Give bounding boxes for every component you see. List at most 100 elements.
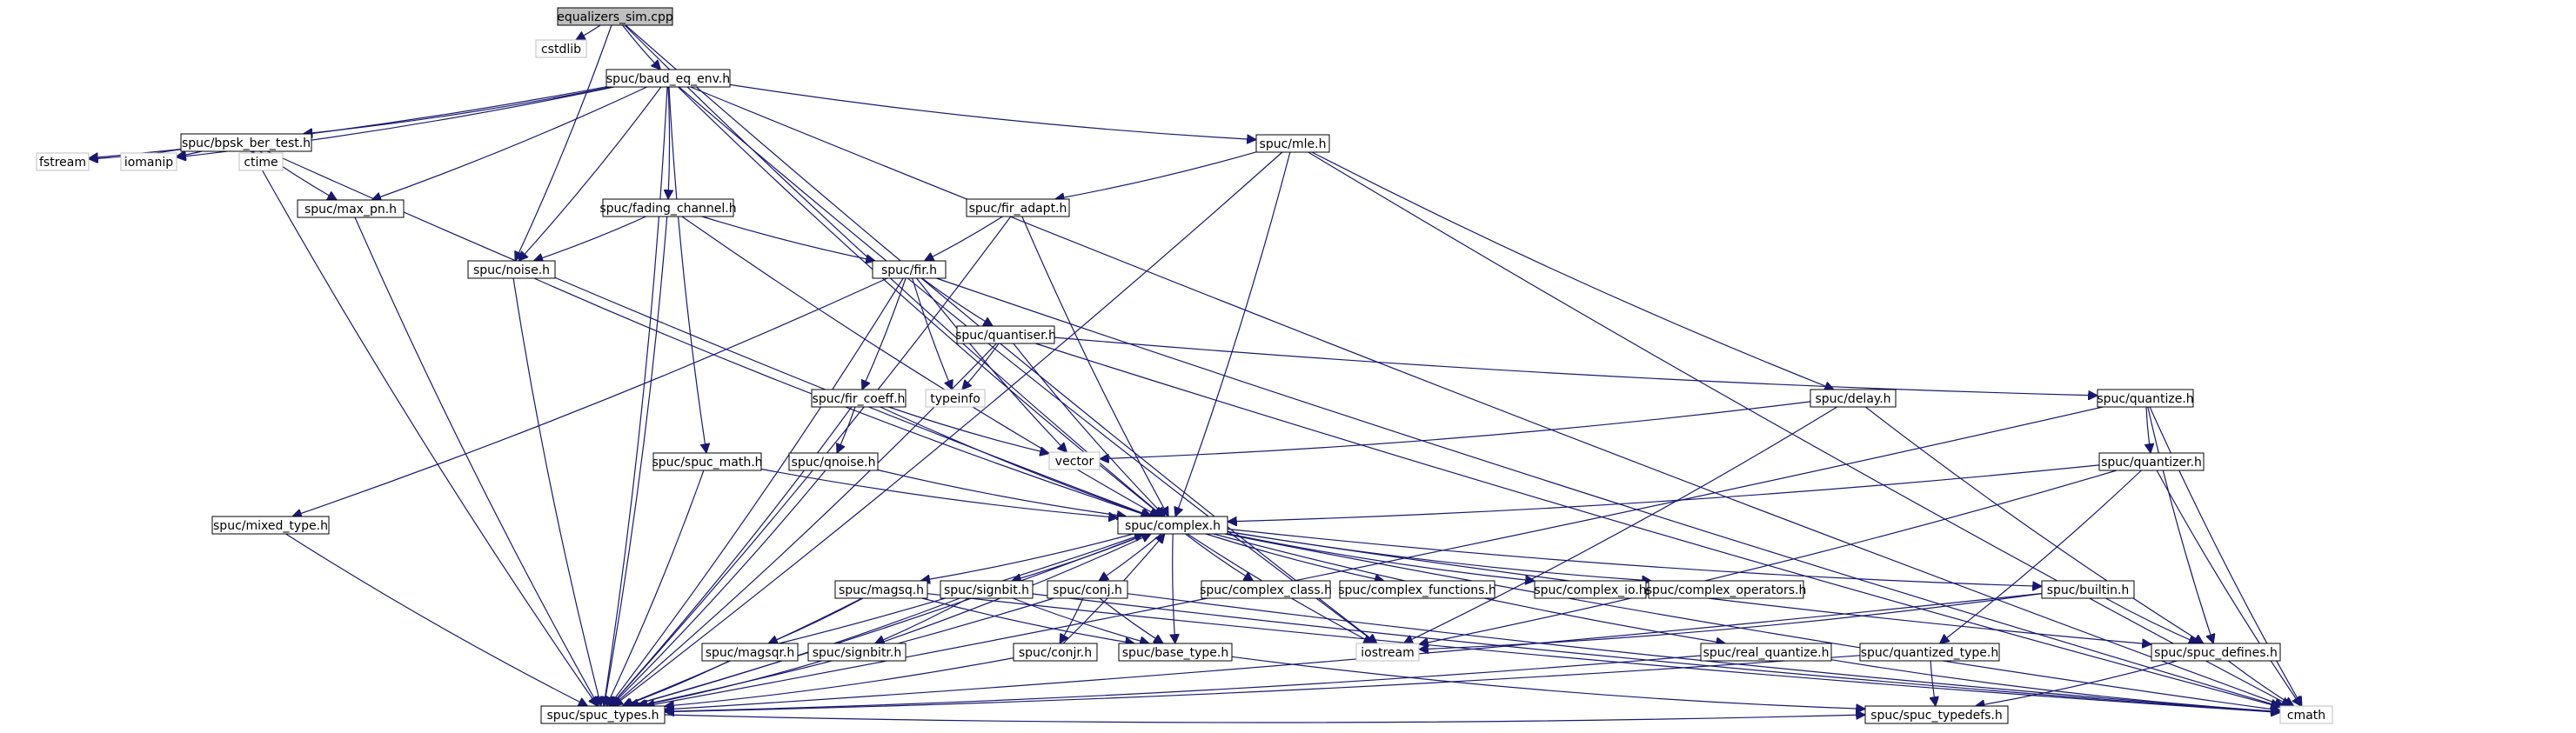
- edge-mle-to-complex: [1175, 151, 1291, 516]
- node-signbit[interactable]: spuc/signbit.h: [940, 580, 1034, 599]
- node-label: spuc/spuc_types.h: [546, 709, 659, 723]
- edge-conjr-to-types: [665, 657, 1014, 707]
- edge-complex-to-cfunc: [1205, 533, 1384, 581]
- node-realq[interactable]: spuc/real_quantize.h: [1700, 643, 1832, 662]
- edge-quantizer-to-qtype: [1940, 470, 2142, 643]
- node-typedefs[interactable]: spuc/spuc_typedefs.h: [1864, 705, 2009, 724]
- node-box: [2098, 452, 2205, 471]
- node-label: spuc/mixed_type.h: [213, 519, 328, 533]
- node-quantizer[interactable]: spuc/quantizer.h: [2098, 452, 2205, 471]
- node-cfunc[interactable]: spuc/complex_functions.h: [1338, 580, 1496, 599]
- edge-mixed-to-types: [285, 533, 588, 706]
- edge-complex-to-cops: [1227, 530, 1651, 581]
- node-label: spuc/base_type.h: [1122, 646, 1228, 660]
- edge-bpsk-to-types: [251, 150, 598, 706]
- edge-quantize-to-cmath: [2149, 406, 2302, 706]
- node-baud[interactable]: spuc/baud_eq_env.h: [606, 69, 731, 88]
- node-qtype[interactable]: spuc/quantized_type.h: [1859, 643, 2000, 662]
- node-cops[interactable]: spuc/complex_operators.h: [1646, 580, 1807, 599]
- node-magsqr[interactable]: spuc/magsqr.h: [701, 643, 799, 662]
- node-box: [1700, 643, 1832, 662]
- node-box: [807, 643, 907, 662]
- node-box: [2097, 389, 2194, 408]
- node-fstream: fstream: [36, 152, 90, 171]
- node-signbitr[interactable]: spuc/signbitr.h: [807, 643, 907, 662]
- edge-quantize-to-defines: [2147, 406, 2213, 643]
- node-eq[interactable]: equalizers_sim.cpp: [557, 7, 673, 26]
- node-quantize[interactable]: spuc/quantize.h: [2097, 389, 2194, 408]
- edge-eq-to-cstdlib: [576, 24, 601, 40]
- node-box: [1534, 580, 1647, 599]
- node-delay[interactable]: spuc/delay.h: [1810, 389, 1897, 408]
- node-box: [180, 133, 312, 152]
- edge-spucmath-to-complex: [760, 468, 1118, 518]
- node-fir[interactable]: spuc/fir.h: [872, 260, 947, 279]
- edge-signbit-to-signbitr: [875, 597, 969, 643]
- node-complex[interactable]: spuc/complex.h: [1117, 516, 1228, 535]
- node-box: [834, 580, 928, 599]
- node-label: spuc/conj.h: [1053, 583, 1122, 597]
- node-cio[interactable]: spuc/complex_io.h: [1534, 580, 1647, 599]
- edge-defines-to-typedefs: [1976, 660, 2178, 706]
- edge-fading-to-types: [604, 216, 668, 706]
- node-box: [966, 198, 1070, 217]
- node-cclass[interactable]: spuc/complex_class.h: [1200, 580, 1332, 599]
- node-label: iostream: [1361, 646, 1415, 660]
- edge-basetype-to-typedefs: [1231, 656, 1865, 709]
- edge-complex-to-magsq: [920, 533, 1134, 581]
- node-box: [1864, 705, 2009, 724]
- node-label: spuc/fir_adapt.h: [969, 202, 1067, 216]
- edge-qnoise-to-types: [611, 470, 826, 706]
- edge-eq-to-noise: [515, 24, 612, 261]
- edge-complex-to-cclass: [1185, 533, 1254, 581]
- node-mle[interactable]: spuc/mle.h: [1255, 134, 1330, 153]
- node-label: spuc/signbitr.h: [813, 646, 901, 660]
- node-basetype[interactable]: spuc/base_type.h: [1118, 643, 1233, 662]
- node-qnoise[interactable]: spuc/qnoise.h: [788, 452, 879, 471]
- node-conjr[interactable]: spuc/conjr.h: [1013, 643, 1098, 662]
- node-box: [1339, 580, 1495, 599]
- node-fading[interactable]: spuc/fading_channel.h: [599, 198, 737, 217]
- node-box: [2041, 580, 2135, 599]
- node-firadapt[interactable]: spuc/fir_adapt.h: [966, 198, 1070, 217]
- node-box: [1118, 643, 1233, 662]
- node-conj[interactable]: spuc/conj.h: [1047, 580, 1128, 599]
- node-bpsk[interactable]: spuc/bpsk_ber_test.h: [180, 133, 312, 152]
- node-defines[interactable]: spuc/spuc_defines.h: [2151, 643, 2281, 662]
- node-label: spuc/spuc_math.h: [652, 456, 762, 470]
- node-box: [811, 389, 907, 408]
- edge-baud-to-fstream: [89, 86, 607, 158]
- node-fircoeff[interactable]: spuc/fir_coeff.h: [811, 389, 907, 408]
- node-label: spuc/complex_io.h: [1534, 583, 1646, 597]
- node-magsq[interactable]: spuc/magsq.h: [834, 580, 928, 599]
- node-builtin[interactable]: spuc/builtin.h: [2041, 580, 2135, 599]
- node-label: spuc/baud_eq_env.h: [606, 72, 730, 86]
- node-spucmath[interactable]: spuc/spuc_math.h: [652, 452, 763, 471]
- node-quantiser[interactable]: spuc/quantiser.h: [955, 325, 1056, 344]
- node-label: spuc/real_quantize.h: [1703, 646, 1830, 660]
- edge-builtin-to-types: [665, 592, 2043, 710]
- edge-firadapt-to-fir: [925, 216, 1003, 261]
- edge-mle-to-firadapt: [1055, 151, 1257, 199]
- node-label: spuc/signbit.h: [944, 583, 1029, 597]
- node-box: [606, 69, 731, 88]
- node-noise[interactable]: spuc/noise.h: [467, 260, 556, 279]
- edge-fircoeff-to-vector: [888, 406, 1049, 454]
- node-label: spuc/mle.h: [1260, 137, 1327, 151]
- node-mixed[interactable]: spuc/mixed_type.h: [211, 516, 330, 535]
- node-maxpn[interactable]: spuc/max_pn.h: [297, 199, 405, 218]
- edge-conj-to-conjr: [1060, 597, 1084, 643]
- edge-delay-to-defines: [1864, 406, 2203, 643]
- node-label: ctime: [244, 156, 278, 170]
- node-label: spuc/magsqr.h: [706, 646, 795, 660]
- edge-fir-to-mixed: [292, 277, 888, 516]
- node-label: equalizers_sim.cpp: [557, 10, 673, 24]
- edge-mle-to-delay: [1311, 151, 1834, 390]
- node-box: [956, 325, 1055, 344]
- edge-quantizer-to-cmath: [2156, 470, 2301, 706]
- edge-baud-to-mle: [729, 83, 1256, 139]
- edge-baud-to-spucmath: [668, 86, 706, 453]
- node-label: spuc/builtin.h: [2047, 583, 2130, 597]
- edge-fir-to-cmath: [936, 277, 2280, 706]
- node-types[interactable]: spuc/spuc_types.h: [540, 705, 666, 724]
